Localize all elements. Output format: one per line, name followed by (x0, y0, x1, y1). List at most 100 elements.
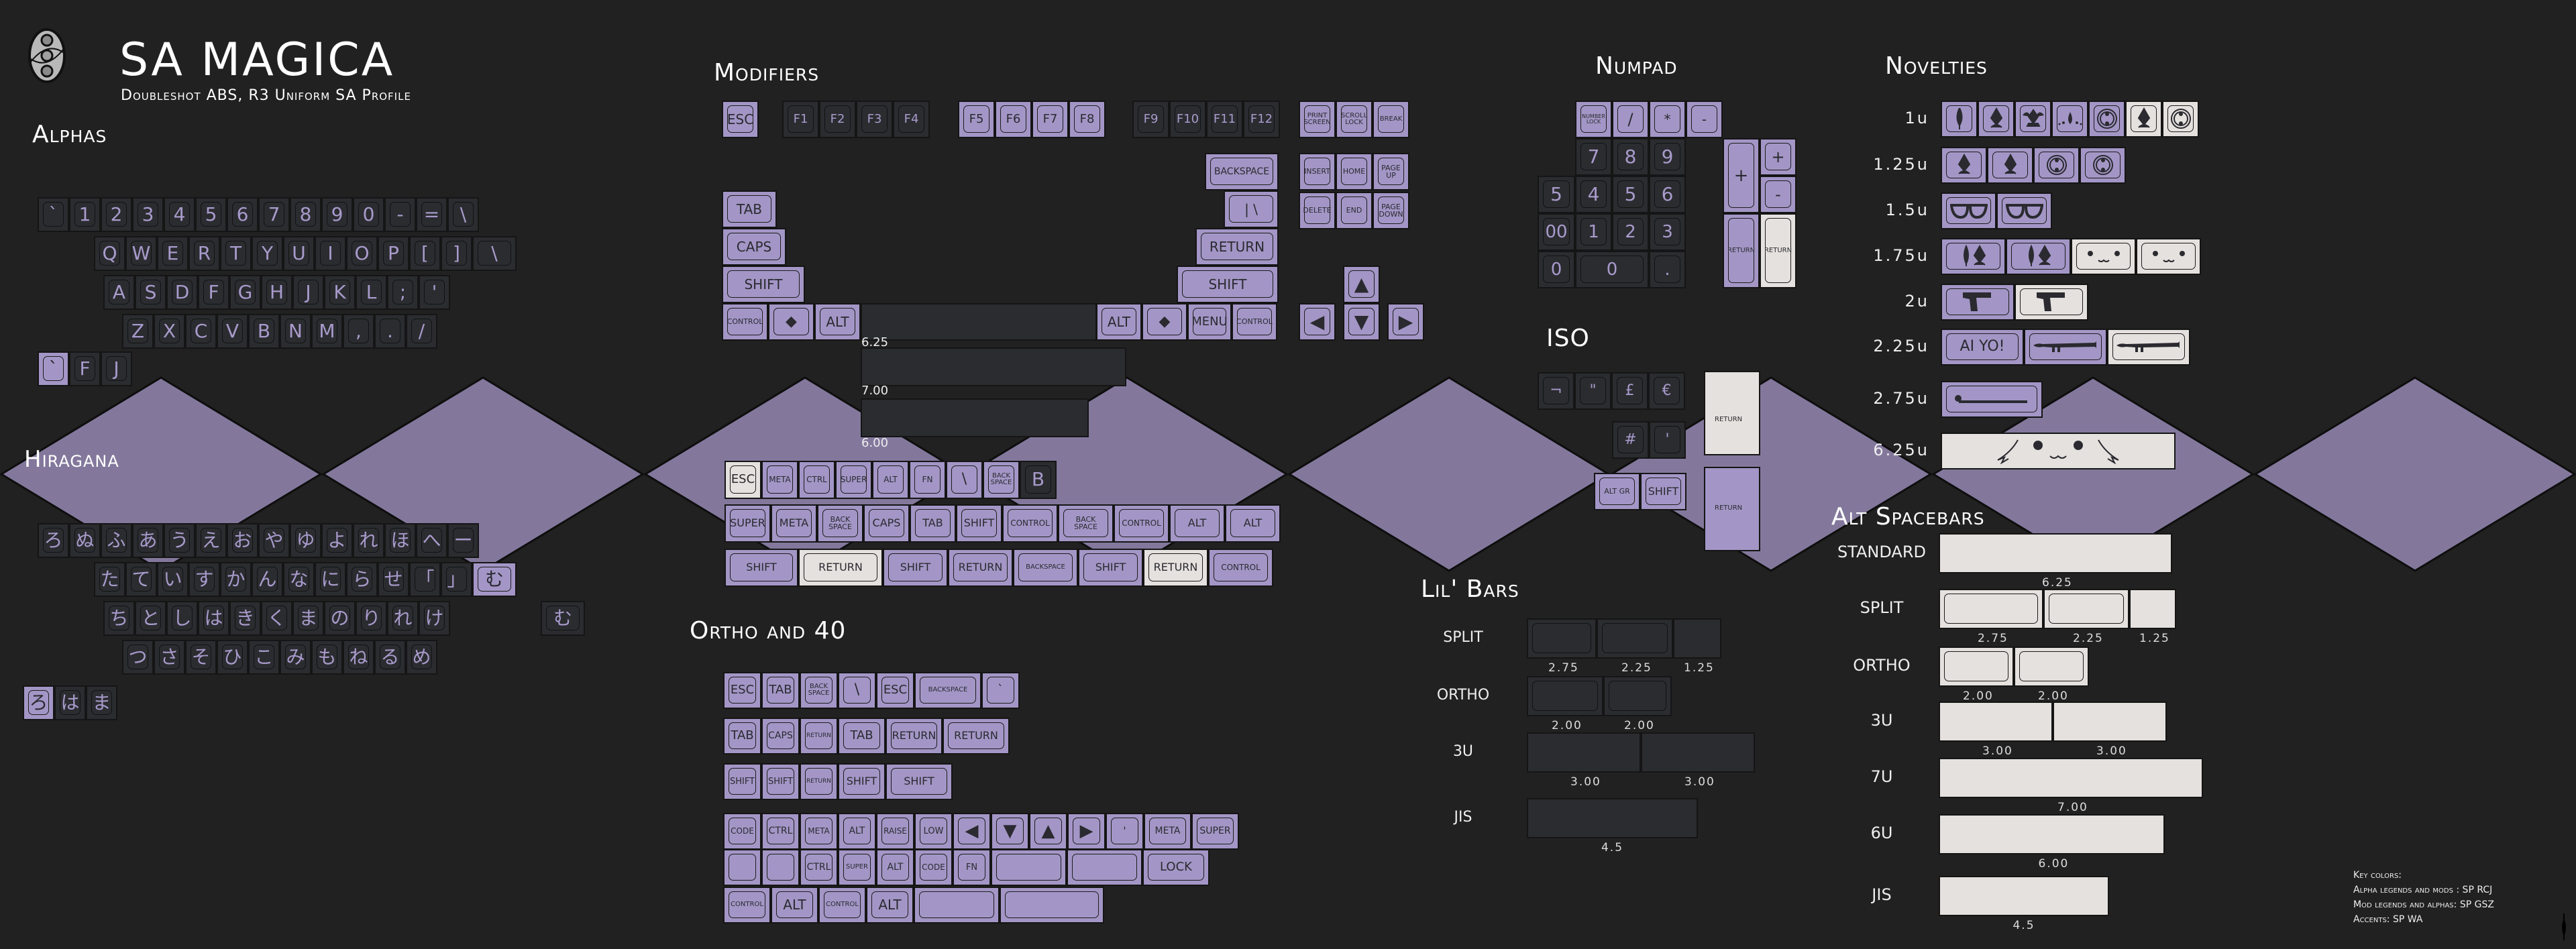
lil-bar-row-label: JIS (1454, 809, 1472, 826)
keycap-legend: BACK SPACE (1063, 509, 1108, 537)
keycap: も (311, 640, 343, 675)
keycap-legend: CONTROL (824, 891, 861, 918)
keycap: X (154, 314, 185, 349)
novelty-key (2051, 101, 2088, 137)
novelty-key (1987, 147, 2033, 184)
keycap: RETURN (1760, 213, 1796, 288)
keycap: CTRL (761, 813, 800, 850)
keycap: CTRL (800, 849, 838, 886)
lil-bar-key (1527, 798, 1698, 838)
keycap-legend: 2 (106, 202, 127, 227)
keycap: CONTROL (1232, 303, 1277, 341)
keycap: 「 (409, 562, 441, 597)
keycap: CONTROL (1002, 504, 1058, 543)
novelty-size-label: 2.25u (1873, 337, 1929, 355)
keycap: お (227, 523, 258, 558)
keycap-legend: C (191, 319, 211, 343)
alt-spacebar-key (2129, 589, 2176, 629)
keycap: CODE (723, 813, 761, 850)
size-label: 3.00 (1982, 744, 2013, 758)
keycap: CAPS (722, 228, 786, 266)
keycap-legend: O (352, 241, 372, 266)
keycap: SHIFT (1177, 266, 1279, 303)
keycap-legend: 0 (1543, 256, 1570, 283)
keycap-legend: R (194, 241, 215, 266)
arrow-left-key: ◀ (1299, 303, 1336, 341)
keycap: 2 (1612, 213, 1649, 251)
novelty-key (2107, 329, 2190, 366)
keycap: LOW (914, 813, 953, 850)
keycap-legend: I (320, 241, 341, 266)
keycap: SHIFT (956, 504, 1002, 543)
keycap: 」 (441, 562, 472, 597)
keycap-legend: - (1765, 180, 1791, 208)
keycap: ALT (876, 849, 914, 886)
keycap-legend: ALT (1102, 308, 1136, 335)
keycap: BACKSPACE (1205, 153, 1279, 190)
keycap-legend: SHIFT (1646, 478, 1681, 505)
keycap-legend (1602, 623, 1668, 653)
drops-icon (2057, 111, 2084, 127)
keycap-legend: 00 (1543, 218, 1570, 245)
keycap: ESC (724, 461, 761, 499)
keycap: ぬ (69, 523, 101, 558)
size-label: 6.25 (2042, 576, 2073, 590)
keycap: さ (154, 640, 185, 675)
keycap: [ (409, 236, 441, 271)
keycap-legend (2049, 594, 2124, 624)
keycap (761, 849, 800, 886)
keycap: ん (252, 562, 283, 597)
keycap-legend: Z (127, 319, 148, 343)
keycap-legend: PAGE DOWN (1378, 197, 1404, 224)
keycap-legend: 「 (415, 567, 435, 592)
keycap-legend: ▶ (1393, 308, 1419, 335)
keycap-legend: ん (257, 567, 278, 592)
keycap-legend: LOCK (1148, 854, 1204, 881)
keycap: CONTROL (722, 303, 768, 341)
keycap: SUPER (724, 504, 771, 543)
keycap-legend: つ (127, 645, 148, 669)
section-lil-bars: Lil' Bars (1421, 575, 1519, 603)
soul-gem-icon (1988, 107, 2004, 130)
keycap-legend: . (1654, 256, 1680, 283)
keycap-legend: 0 (358, 202, 379, 227)
keycap-legend: の (329, 606, 350, 630)
soul-gem-icon (1956, 154, 1972, 176)
novelty-key (1941, 381, 2043, 418)
keycap: つ (122, 640, 154, 675)
keycap-legend: RETURN (1764, 218, 1792, 283)
keycap: CAPS (863, 504, 910, 543)
section-alt-spacebars: Alt Spacebars (1831, 503, 1985, 531)
size-label: 2.00 (2038, 689, 2069, 703)
keycap: CONTROL (1208, 549, 1273, 587)
keycap-legend: B (254, 319, 274, 343)
keycap-legend: F9 (1138, 105, 1164, 133)
keycap-legend (1946, 386, 2037, 412)
keycap-legend: # (1617, 426, 1644, 453)
glasses-icon (2004, 203, 2045, 219)
keycap-legend: ▲ (1348, 270, 1375, 298)
keycap-legend (1946, 288, 2009, 315)
keycap-legend: META (767, 465, 793, 494)
keycap-legend: F6 (1000, 105, 1026, 133)
keycap: ; (387, 275, 419, 310)
keycap: ふ (101, 523, 132, 558)
keycap: MENU (1187, 303, 1232, 341)
keycap-legend: , (348, 319, 369, 343)
rpg-icon (2033, 340, 2098, 353)
keycap: SUPER (838, 849, 876, 886)
keycap-legend: 6 (232, 202, 253, 227)
keycap-legend: ¬ (1543, 377, 1569, 404)
novelty-key (2136, 238, 2201, 275)
keycap-legend (1005, 891, 1099, 918)
keycap-legend (2085, 152, 2121, 178)
keycap-legend: F12 (1248, 105, 1275, 133)
keycap-legend (2131, 105, 2157, 132)
keycap-legend: ALT (843, 818, 871, 844)
keycap: 1 (1575, 213, 1612, 251)
keycap: F8 (1069, 101, 1106, 138)
keycap: BACK SPACE (983, 461, 1020, 499)
keycap-legend: RETURN (805, 768, 833, 795)
keycap: CODE (914, 849, 953, 886)
keycap-legend: CTRL (804, 465, 830, 494)
